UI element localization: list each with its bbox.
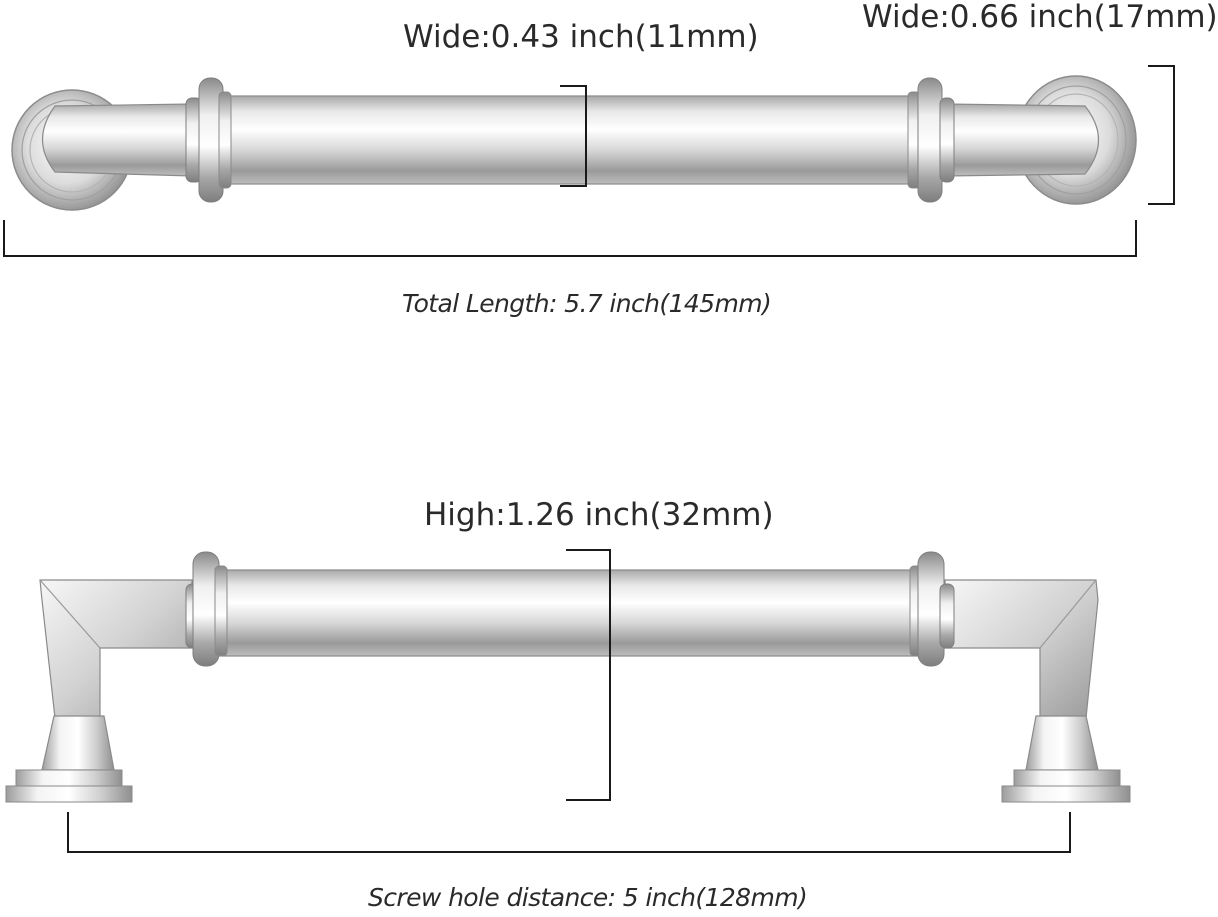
bar-width-bracket — [560, 85, 587, 187]
base-width-bracket — [1148, 65, 1175, 205]
handle-side-view — [5, 551, 1131, 803]
left-collar — [185, 77, 232, 203]
height-label: High:1.26 inch(32mm) — [424, 497, 774, 533]
right-collar — [907, 77, 955, 203]
height-bracket — [566, 549, 611, 801]
total-length-line — [3, 220, 1137, 257]
base-width-label: Wide:0.66 inch(17mm) — [862, 0, 1218, 35]
screw-hole-distance-label: Screw hole distance: 5 inch(128mm) — [368, 883, 808, 912]
total-length-label: Total Length: 5.7 inch(145mm) — [402, 289, 772, 318]
bar-width-label: Wide:0.43 inch(11mm) — [403, 19, 759, 55]
handle-top-view — [11, 75, 1137, 211]
screw-hole-distance-line — [67, 812, 1071, 853]
